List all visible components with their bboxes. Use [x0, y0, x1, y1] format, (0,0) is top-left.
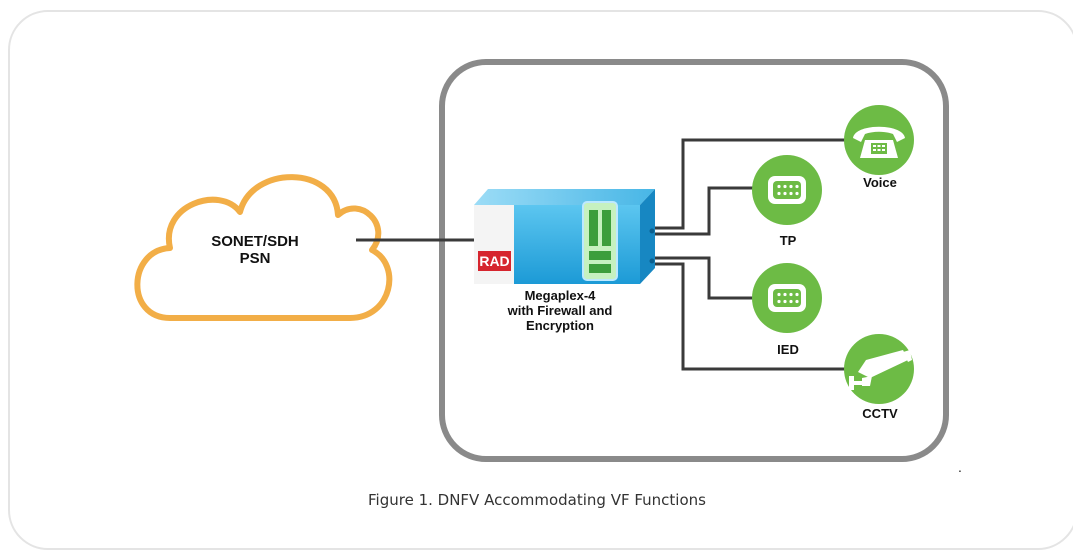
tp-connector: [652, 186, 758, 236]
rad-logo-text: RAD: [479, 253, 509, 269]
tp-label: TP: [779, 233, 797, 248]
device-label-line3: Encryption: [526, 317, 594, 333]
cctv-label: CCTV: [862, 406, 898, 421]
network-label: SONET/SDH PSN: [180, 233, 330, 268]
serial-port-icon: [768, 284, 806, 312]
figure-caption: Figure 1. DNFV Accommodating VF Function…: [368, 491, 706, 509]
cctv-connector: [652, 262, 848, 371]
ied-label: IED: [777, 342, 799, 357]
telephone-icon: [853, 126, 905, 158]
voice-endpoint: [844, 105, 914, 175]
camera-icon: [849, 350, 912, 390]
endpoint-connectors: [652, 138, 848, 371]
serial-port-icon: [768, 176, 806, 204]
site-container: [439, 59, 949, 462]
tp-endpoint: [752, 155, 822, 225]
device-label-line2: with Firewall and: [507, 302, 613, 318]
cctv-endpoint: [844, 334, 914, 404]
voice-connector: [652, 138, 848, 230]
network-label-line1: SONET/SDH: [211, 233, 299, 250]
ied-connector: [652, 256, 758, 300]
network-label-line2: PSN: [239, 250, 271, 268]
stray-mark: .: [958, 459, 962, 475]
ied-endpoint: [752, 263, 822, 333]
rad-logo: [478, 251, 511, 271]
megaplex-device: RAD: [474, 189, 655, 284]
network-diagram: RAD: [134, 59, 949, 462]
device-label-line1: Megaplex-4: [524, 288, 596, 303]
voice-label: Voice: [863, 175, 897, 190]
device-label: Megaplex-4 with Firewall and Encryption: [470, 288, 650, 334]
network-cloud-shape: [134, 174, 393, 321]
